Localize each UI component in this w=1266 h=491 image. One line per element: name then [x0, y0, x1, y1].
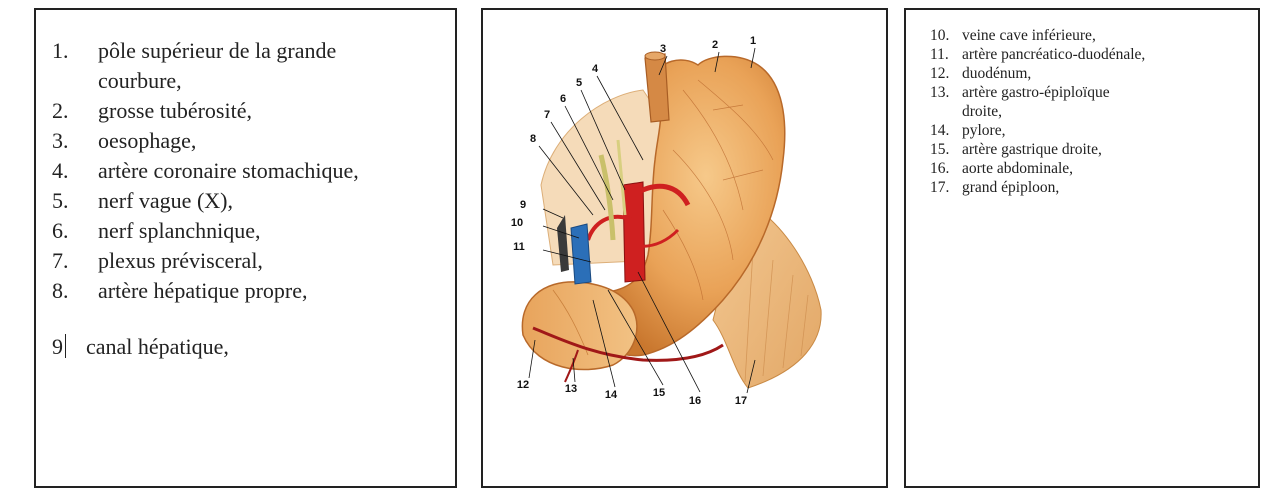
item-text: plexus prévisceral, [98, 246, 263, 276]
item-text: veine cave inférieure, [962, 26, 1232, 45]
item-number: 2. [52, 96, 98, 126]
item-number: 5. [52, 186, 98, 216]
list-item: 16. aorte abdominale, [930, 159, 1232, 178]
item-number: 16. [930, 159, 962, 178]
list-item: 8. artère hépatique propre, [52, 276, 398, 306]
figure-callout-14: 14 [605, 389, 618, 401]
legend-list-left: 1. pôle supérieur de la grande courbure,… [52, 36, 398, 362]
list-item: 2. grosse tubérosité, [52, 96, 398, 126]
item-text: artère pancréatico-duodénale, [962, 45, 1232, 64]
figure-callout-15: 15 [653, 387, 665, 399]
item-text: oesophage, [98, 126, 196, 156]
item-number: 13. [930, 83, 962, 121]
item-text: duodénum, [962, 64, 1232, 83]
figure-callout-16: 16 [689, 395, 701, 407]
item-text: artère coronaire stomachique, [98, 156, 359, 186]
legend-list-right: 10. veine cave inférieure, 11. artère pa… [930, 26, 1232, 197]
item-number: 1. [52, 36, 98, 96]
figure-callout-10: 10 [511, 217, 523, 229]
list-item: 14. pylore, [930, 121, 1232, 140]
figure-callout-12: 12 [517, 379, 529, 391]
list-item: 5. nerf vague (X), [52, 186, 398, 216]
list-item: 17. grand épiploon, [930, 178, 1232, 197]
item-text: pôle supérieur de la grande courbure, [98, 36, 398, 96]
item-text: artère gastro-épiploïque droite, [962, 83, 1127, 121]
list-item: 3. oesophage, [52, 126, 398, 156]
figure-callout-6: 6 [560, 93, 566, 105]
figure-callout-8: 8 [530, 133, 536, 145]
item-number: 11. [930, 45, 962, 64]
item-number: 17. [930, 178, 962, 197]
figure-callout-9: 9 [520, 199, 526, 211]
item-number: 12. [930, 64, 962, 83]
figure-callout-3: 3 [660, 43, 666, 55]
figure-callout-4: 4 [592, 63, 599, 75]
figure-callout-17: 17 [735, 395, 747, 407]
list-item: 1. pôle supérieur de la grande courbure, [52, 36, 398, 96]
list-item: 13. artère gastro-épiploïque droite, [930, 83, 1232, 121]
text-cursor [65, 334, 66, 358]
legend-panel-left: 1. pôle supérieur de la grande courbure,… [34, 8, 457, 488]
item-number: 14. [930, 121, 962, 140]
item-number: 10. [930, 26, 962, 45]
figure-callout-5: 5 [576, 77, 582, 89]
item-text: aorte abdominale, [962, 159, 1232, 178]
item-number: 9 [52, 332, 72, 362]
figure-callout-7: 7 [544, 109, 550, 121]
list-item: 9 canal hépatique, [52, 332, 398, 362]
item-number: 15. [930, 140, 962, 159]
list-item: 4. artère coronaire stomachique, [52, 156, 398, 186]
figure-callout-2: 2 [712, 39, 718, 51]
figure-callout-11: 11 [513, 241, 525, 253]
figure-callout-1: 1 [750, 35, 756, 47]
item-number: 3. [52, 126, 98, 156]
legend-panel-right: 10. veine cave inférieure, 11. artère pa… [904, 8, 1260, 488]
list-item: 10. veine cave inférieure, [930, 26, 1232, 45]
item-number: 6. [52, 216, 98, 246]
list-item: 15. artère gastrique droite, [930, 140, 1232, 159]
list-item: 12. duodénum, [930, 64, 1232, 83]
item-number: 7. [52, 246, 98, 276]
item-number: 8. [52, 276, 98, 306]
item-text: grosse tubérosité, [98, 96, 252, 126]
list-item: 11. artère pancréatico-duodénale, [930, 45, 1232, 64]
item-text: canal hépatique, [86, 332, 229, 362]
item-text: grand épiploon, [962, 178, 1232, 197]
item-text: artère gastrique droite, [962, 140, 1232, 159]
vena-cava [571, 224, 591, 284]
item-text: nerf splanchnique, [98, 216, 261, 246]
item-number: 4. [52, 156, 98, 186]
list-item: 6. nerf splanchnique, [52, 216, 398, 246]
item-text: nerf vague (X), [98, 186, 233, 216]
item-text: artère hépatique propre, [98, 276, 308, 306]
item-text: pylore, [962, 121, 1232, 140]
figure-callout-13: 13 [565, 383, 577, 395]
list-item: 7. plexus prévisceral, [52, 246, 398, 276]
list-spacer [52, 306, 398, 332]
aorta [623, 182, 645, 282]
